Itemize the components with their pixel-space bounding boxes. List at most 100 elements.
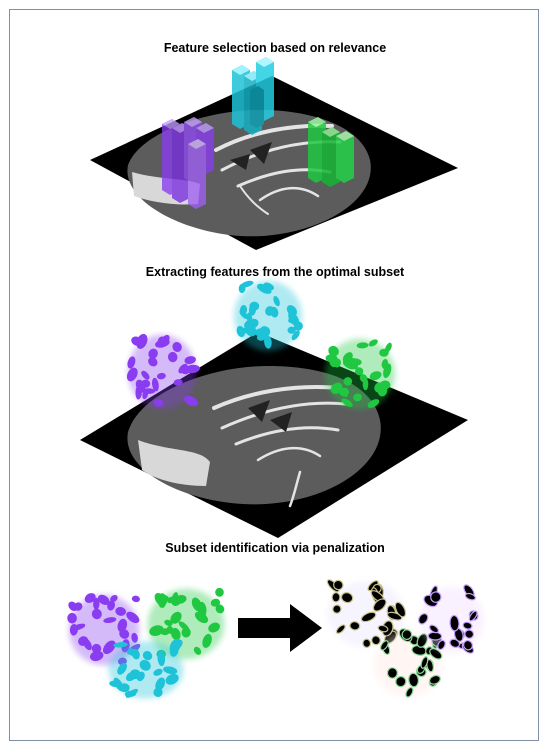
- feature-ellipse: [429, 624, 439, 634]
- feature-ellipse: [167, 351, 178, 363]
- feature-ellipse: [428, 674, 441, 685]
- feature-ellipse: [464, 592, 476, 601]
- feature-ellipse: [84, 593, 96, 603]
- feature-ellipse: [68, 601, 78, 612]
- feature-ellipse: [463, 639, 473, 651]
- feature-ellipse: [386, 667, 398, 679]
- feature-ellipse: [208, 622, 220, 633]
- feature-ellipse: [371, 635, 381, 646]
- feature-ellipse: [379, 380, 391, 390]
- feature-ellipse: [340, 592, 354, 604]
- feature-ellipse: [157, 650, 166, 667]
- feature-ellipse: [239, 305, 248, 315]
- feature-ellipse: [256, 333, 267, 341]
- feature-ellipse: [124, 690, 137, 698]
- feature-ellipse: [408, 672, 420, 688]
- feature-ellipse: [157, 593, 167, 608]
- feature-ellipse: [91, 608, 102, 620]
- cluster-cyan-left: [108, 639, 184, 699]
- feature-ellipse: [148, 348, 158, 359]
- feature-ellipse: [117, 618, 128, 633]
- feature-ellipse: [178, 621, 190, 632]
- feature-ellipse: [165, 673, 179, 685]
- feature-ellipse: [139, 659, 151, 671]
- feature-ellipse: [265, 306, 275, 316]
- feature-ellipse: [355, 367, 364, 376]
- cluster-cyan: [233, 280, 303, 352]
- feature-ellipse: [288, 317, 297, 324]
- feature-ellipse: [347, 358, 362, 366]
- feature-ellipse: [197, 601, 207, 618]
- feature-ellipse: [362, 378, 369, 391]
- panel-2-ellipse-clusters: [126, 280, 396, 410]
- feature-ellipse: [193, 646, 202, 655]
- feature-ellipse: [141, 370, 150, 380]
- feature-ellipse: [113, 642, 128, 648]
- feature-ellipse: [156, 372, 166, 380]
- feature-ellipse: [166, 625, 174, 634]
- panel-1-bars-green: [308, 117, 354, 187]
- feature-ellipse: [462, 621, 473, 630]
- feature-ellipse: [287, 326, 296, 334]
- feature-ellipse: [119, 628, 130, 639]
- feature-ellipse: [336, 386, 348, 397]
- arrow-right-icon: [238, 604, 322, 652]
- feature-ellipse: [331, 592, 341, 603]
- feature-ellipse: [126, 611, 140, 624]
- feature-ellipse: [172, 639, 183, 650]
- feature-ellipse: [151, 377, 159, 392]
- cluster-green: [324, 338, 396, 410]
- feature-ellipse: [102, 640, 116, 655]
- feature-ellipse: [125, 672, 134, 681]
- feature-ellipse: [368, 339, 378, 347]
- feature-ellipse: [69, 624, 78, 636]
- feature-ellipse: [215, 604, 225, 614]
- feature-ellipse: [377, 624, 389, 633]
- feature-ellipse: [117, 662, 128, 675]
- feature-ellipse: [395, 675, 407, 688]
- panel-3-ellipse-clusters: [67, 579, 484, 699]
- feature-ellipse: [174, 594, 187, 604]
- feature-ellipse: [328, 345, 339, 357]
- feature-ellipse: [67, 612, 77, 624]
- feature-ellipse: [148, 357, 158, 367]
- cluster-penalized-left: [326, 579, 407, 648]
- feature-ellipse: [131, 336, 142, 346]
- feature-ellipse: [91, 643, 102, 654]
- feature-ellipse: [356, 342, 369, 349]
- feature-ellipse: [464, 629, 475, 639]
- feature-ellipse: [184, 356, 196, 365]
- feature-ellipse: [362, 638, 372, 648]
- feature-ellipse: [420, 656, 429, 669]
- feature-ellipse: [291, 330, 300, 341]
- feature-ellipse: [173, 379, 183, 386]
- feature-ellipse: [273, 295, 280, 307]
- feature-ellipse: [215, 587, 224, 597]
- feature-ellipse: [170, 611, 182, 624]
- feature-ellipse: [153, 399, 164, 407]
- feature-ellipse: [372, 598, 387, 612]
- feature-ellipse: [333, 579, 344, 591]
- feature-ellipse: [293, 321, 303, 331]
- feature-ellipse: [184, 395, 198, 407]
- cluster-purple: [126, 333, 200, 410]
- feature-ellipse: [333, 358, 342, 368]
- feature-ellipse: [418, 613, 429, 625]
- feature-ellipse: [384, 342, 392, 353]
- feature-ellipse: [367, 399, 380, 408]
- feature-ellipse: [131, 649, 140, 660]
- feature-ellipse: [264, 335, 272, 349]
- panel-1-bars-cyan: [232, 57, 274, 135]
- panel-2-ducts: [212, 384, 348, 508]
- feature-ellipse: [142, 389, 149, 400]
- feature-ellipse: [157, 336, 166, 347]
- feature-ellipse: [109, 680, 122, 688]
- feature-ellipse: [249, 301, 260, 311]
- cluster-penalized-right: [418, 584, 484, 654]
- feature-ellipse: [426, 659, 434, 673]
- feature-ellipse: [468, 610, 478, 622]
- feature-ellipse: [163, 666, 178, 675]
- feature-ellipse: [149, 625, 164, 636]
- panel-1-bars-purple: [162, 117, 214, 209]
